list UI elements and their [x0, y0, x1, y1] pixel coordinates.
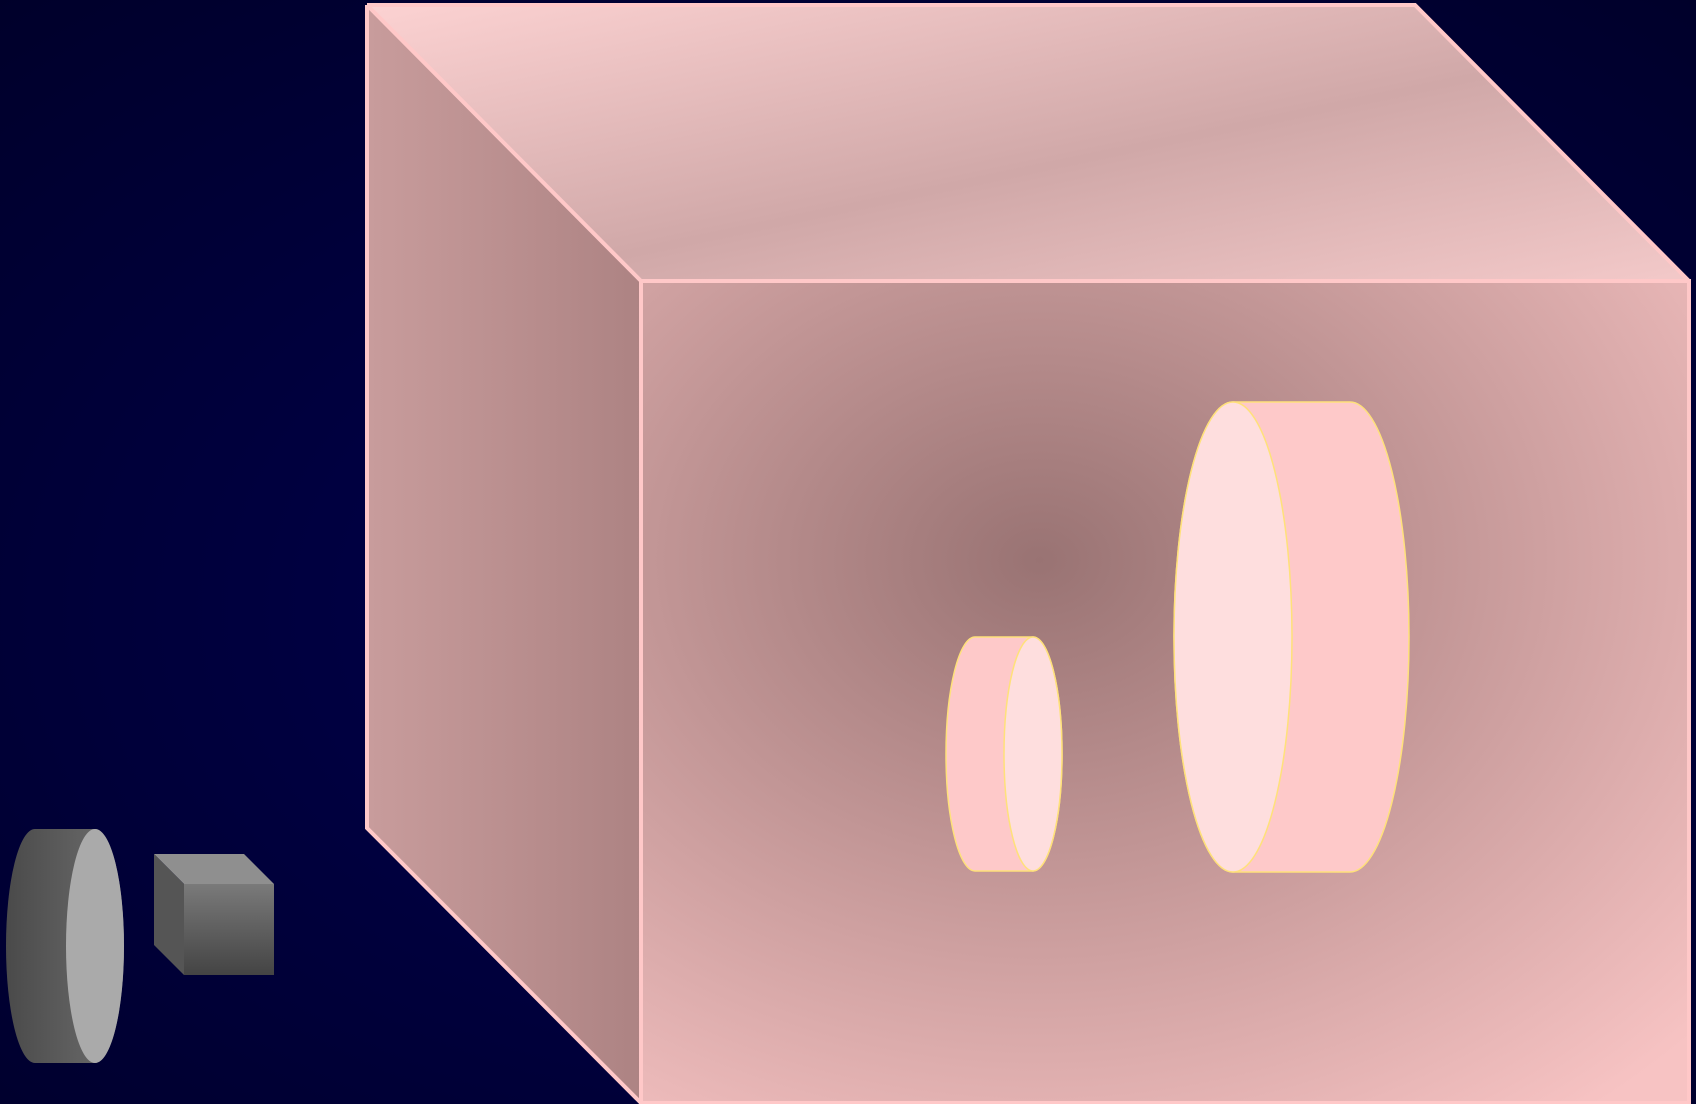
small-gray-cube-front-face	[184, 884, 274, 975]
large-box	[367, 5, 1689, 1103]
large-pink-cylinder	[1174, 402, 1409, 872]
small-pink-cylinder	[946, 637, 1062, 871]
small-gray-cylinder	[6, 829, 124, 1063]
small-gray-cube	[154, 854, 274, 975]
large-pink-cylinder-cap	[1174, 402, 1292, 872]
small-gray-cylinder-cap	[66, 829, 124, 1063]
large-box-front-face	[641, 281, 1689, 1103]
small-pink-cylinder-cap	[1004, 637, 1062, 871]
